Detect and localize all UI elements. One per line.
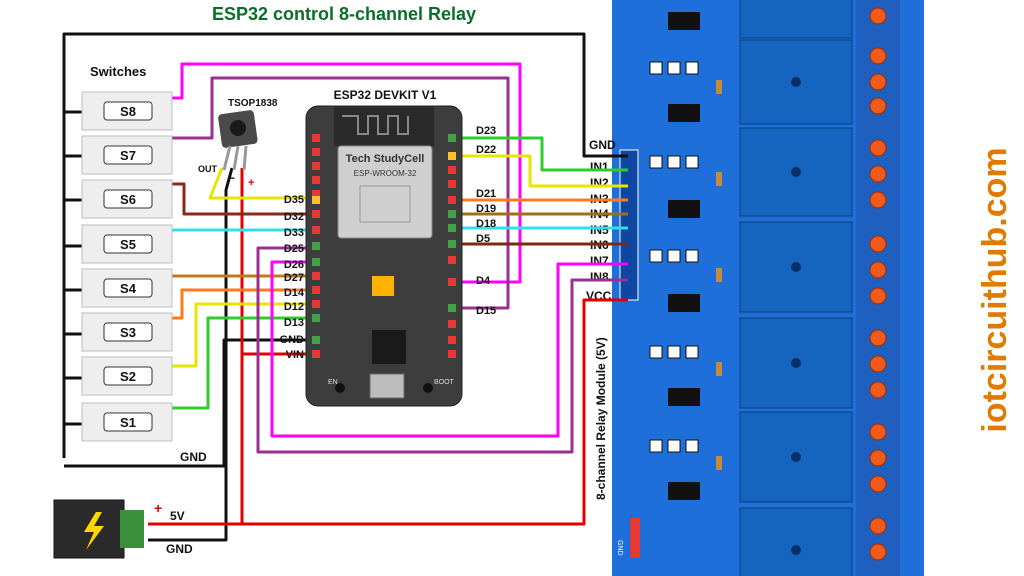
switches-group: Switches S8 S7 S6 S5 S4 S3 S2 — [81, 64, 173, 442]
esp32-title: ESP32 DEVKIT V1 — [334, 88, 437, 102]
optocouplers — [668, 12, 700, 500]
resistors — [716, 80, 722, 470]
pin-d14: D14 — [284, 287, 305, 299]
switch-s8[interactable]: S8 — [81, 91, 173, 131]
relay-block — [739, 0, 853, 39]
switches-label: Switches — [90, 64, 146, 79]
pin-d32: D32 — [284, 211, 304, 223]
boot-button — [423, 383, 433, 393]
switch-label: S8 — [120, 104, 136, 119]
en-button — [335, 383, 345, 393]
led-pads — [649, 61, 699, 453]
ir-out-label: OUT — [198, 164, 218, 174]
pin-d21: D21 — [476, 188, 496, 200]
ir-sensor-name: TSOP1838 — [228, 98, 278, 109]
pin-d19: D19 — [476, 203, 496, 215]
pin-d23: D23 — [476, 125, 496, 137]
pin-d25: D25 — [284, 243, 304, 255]
ir-sensor: TSOP1838 OUT − + — [198, 98, 278, 189]
switch-label: S7 — [120, 148, 136, 163]
module-model: ESP-WROOM-32 — [354, 169, 417, 178]
switch-s1[interactable]: S1 — [81, 402, 173, 442]
switch-s4[interactable]: S4 — [81, 268, 173, 308]
wires — [62, 32, 628, 542]
pin-d27: D27 — [284, 272, 304, 284]
pin-d35: D35 — [284, 194, 304, 206]
module-brand: Tech StudyCell — [346, 153, 425, 165]
power-gnd-label: GND — [166, 542, 193, 556]
lightning-icon — [84, 512, 104, 550]
pin-d15: D15 — [476, 305, 496, 317]
esp32-left-pin-labels: D35 D32 D33 D25 D26 D27 D14 D12 D13 GND … — [280, 194, 305, 361]
pin-gnd: GND — [280, 334, 305, 346]
switch-s3[interactable]: S3 — [81, 312, 173, 352]
pin-d33: D33 — [284, 227, 304, 239]
switch-s5[interactable]: S5 — [81, 224, 173, 264]
relay-pin-in8: IN8 — [590, 270, 609, 284]
esp32-right-header — [448, 134, 456, 358]
pin-vin: VIN — [286, 349, 304, 361]
relay-module-label: 8-channel Relay Module (5V) — [594, 337, 608, 500]
pin-d13: D13 — [284, 317, 304, 329]
pin-d4: D4 — [476, 275, 491, 287]
pin-d5: D5 — [476, 233, 490, 245]
switch-label: S6 — [120, 192, 136, 207]
switch-label: S3 — [120, 325, 136, 340]
ir-plus-label: + — [248, 177, 254, 189]
boot-label: BOOT — [434, 379, 455, 386]
gnd-label: GND — [180, 450, 207, 464]
switch-s7[interactable]: S7 — [81, 135, 173, 175]
jumper-label-gnd: GND — [616, 540, 623, 556]
switch-label: S2 — [120, 369, 136, 384]
ir-minus-label: − — [228, 171, 235, 185]
screw-terminals — [869, 7, 887, 561]
relay-pin-gnd: GND — [589, 138, 616, 152]
relay-pin-labels: GND IN1 IN2 IN3 IN4 IN5 IN6 IN7 IN8 VCC — [586, 138, 616, 303]
power-plus-label: + — [154, 500, 162, 516]
pin-d22: D22 — [476, 144, 496, 156]
esp32-right-pin-labels: D23 D22 D21 D19 D18 D5 D4 D15 — [476, 125, 496, 317]
switch-s6[interactable]: S6 — [81, 179, 173, 219]
relay-pin-in5: IN5 — [590, 223, 609, 237]
esp32-board: ESP32 DEVKIT V1 Tech StudyCell ESP-WROOM… — [305, 88, 463, 407]
side-url: iotcircuithub.com — [976, 147, 1014, 432]
relay-header — [619, 149, 639, 301]
relay-module: GND 8-channel Relay Module (5V) — [594, 0, 924, 576]
switch-s2[interactable]: S2 — [81, 356, 173, 396]
power-5v-label: 5V — [170, 509, 185, 523]
dc-power-jack: + 5V GND — [53, 499, 193, 559]
pin-d12: D12 — [284, 301, 304, 313]
pin-d18: D18 — [476, 218, 496, 230]
relay-pin-in2: IN2 — [590, 176, 609, 190]
diagram-title: ESP32 control 8-channel Relay — [212, 4, 476, 24]
switch-label: S5 — [120, 237, 136, 252]
relay-pin-in7: IN7 — [590, 254, 609, 268]
esp32-left-header — [312, 134, 320, 358]
en-label: EN — [328, 379, 338, 386]
pin-d26: D26 — [284, 259, 304, 271]
relay-pin-in1: IN1 — [590, 160, 609, 174]
switch-label: S4 — [120, 281, 137, 296]
jumper: GND — [616, 518, 640, 558]
switch-label: S1 — [120, 415, 136, 430]
relay-block — [739, 507, 853, 576]
